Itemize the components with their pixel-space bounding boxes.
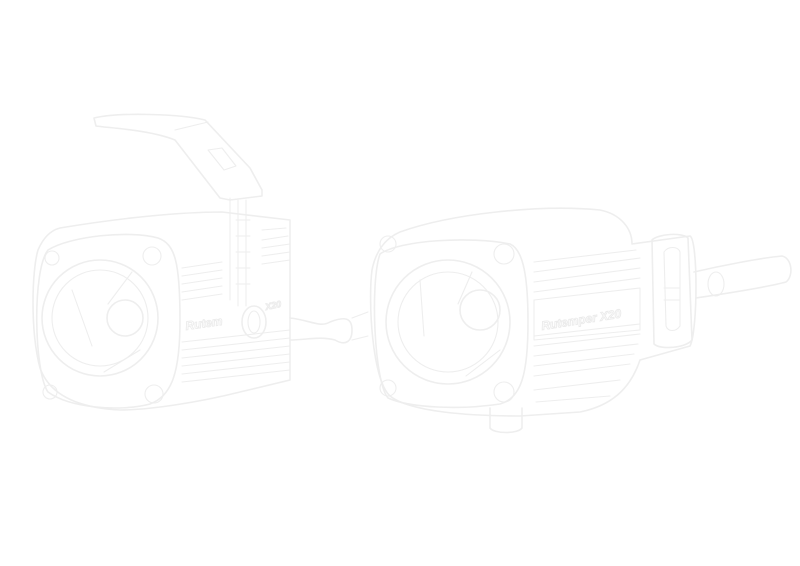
connector-cable: [289, 317, 353, 344]
right-device-side-rail: [651, 233, 693, 349]
right-screw-br: [493, 381, 515, 403]
right-screw-tl: [379, 235, 397, 253]
right-device-lens-ring-outer: [385, 259, 511, 385]
right-device-probe-joint: [707, 271, 725, 297]
left-device-dial-inner: [247, 310, 261, 334]
left-device-front-face: [35, 233, 181, 409]
left-screw-bl: [42, 384, 58, 400]
right-device-fins: [533, 249, 641, 403]
right-device-lens-spokes: [419, 271, 501, 377]
right-screw-bl: [379, 379, 397, 397]
left-device-lens-ring-inner: [51, 269, 149, 367]
left-device-brand-label: Rutem: [184, 314, 223, 333]
left-device-clip: [93, 113, 263, 201]
left-device-model-label: X20: [263, 299, 282, 312]
left-device-lens: [106, 299, 144, 337]
left-device-fins: [181, 227, 291, 383]
right-device-brand-label: Rutemper X20: [540, 306, 622, 333]
right-device-body: [369, 207, 697, 417]
left-screw-tl: [44, 250, 60, 266]
right-screw-tr: [493, 243, 515, 265]
right-device-lens: [459, 289, 501, 331]
left-screw-br: [144, 384, 164, 404]
left-device-clip-edge: [174, 121, 231, 301]
left-screw-tr: [142, 246, 162, 266]
right-device-front-face: [373, 239, 529, 409]
connector-cable-end: [351, 311, 369, 341]
left-device-lens-spokes: [71, 271, 141, 373]
right-device-probe: [693, 255, 792, 299]
left-device-body: [32, 211, 291, 411]
left-device-lens-ring-outer: [41, 259, 159, 377]
right-device: Rutemper X20: [369, 207, 792, 434]
line-art: Rutem X20 Rutemper X20: [32, 113, 792, 434]
left-device: Rutem X20: [32, 113, 291, 411]
left-device-dial: [241, 305, 267, 339]
left-device-rail: [235, 199, 251, 307]
right-device-lens-ring-inner: [397, 271, 499, 373]
right-device-foot: [489, 407, 523, 434]
right-device-label-plate: [533, 287, 641, 341]
left-device-clip-slot: [207, 147, 237, 171]
right-device-side-slot: [663, 246, 681, 332]
